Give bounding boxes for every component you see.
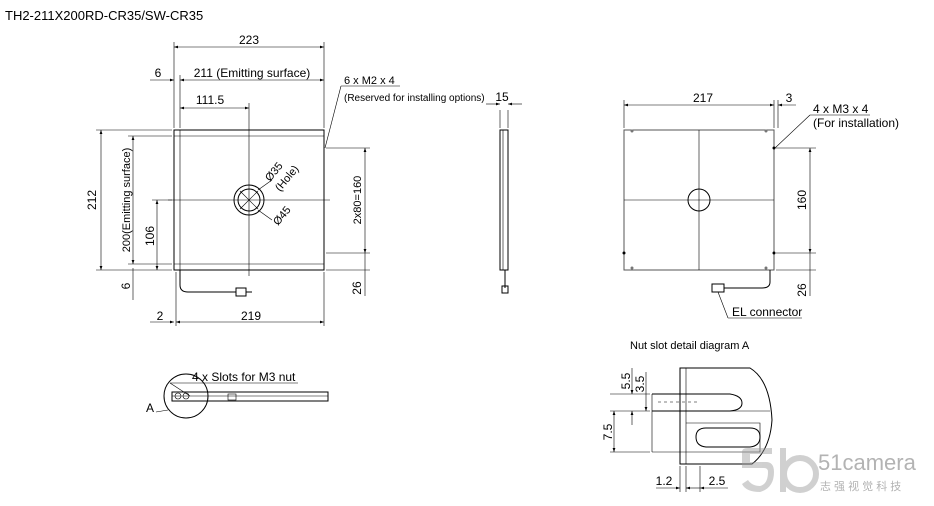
dim-bottom-margin: 6: [119, 282, 133, 289]
dim-thickness: 15: [495, 90, 509, 104]
dim-pitch: 2x80=160: [352, 176, 364, 225]
watermark-brand: 51camera: [818, 450, 917, 475]
detail-dim-5-5: 5.5: [619, 372, 633, 389]
back-view: 217 3 4 x M3 x 4 (For installation) 160 …: [622, 91, 899, 319]
side-view: 15: [486, 90, 522, 294]
dim-height-total: 212: [85, 190, 99, 210]
back-screw-note: 4 x M3 x 4: [813, 102, 869, 116]
detail-dim-7-5: 7.5: [601, 423, 615, 440]
side-connector: [501, 285, 509, 294]
watermark-sub: 志 强 视 觉 科 技: [820, 479, 901, 493]
dim-left-margin: 6: [155, 66, 162, 80]
detail-view: Nut slot detail diagram A 5.5 3.5 7.5 1.…: [601, 340, 773, 492]
back-hole: [687, 188, 711, 212]
detail-outline: [679, 367, 773, 465]
dim-bottom-left: 2: [157, 309, 164, 323]
dim-back-edge: 3: [786, 91, 793, 105]
back-screw-note-detail: (For installation): [813, 116, 899, 130]
outer-diameter: Ø45: [271, 204, 294, 228]
detail-a-label: A: [146, 401, 154, 415]
center-hole: [233, 184, 265, 216]
detail-a-circle: [163, 373, 209, 419]
dim-back-pitch: 160: [795, 190, 809, 210]
back-cable: [724, 270, 771, 289]
slots-note: 4 x Slots for M3 nut: [192, 370, 296, 384]
dim-back-width: 217: [693, 91, 713, 105]
front-connector: [235, 287, 247, 297]
dim-half-width: 111.5: [196, 93, 225, 107]
front-cable: [179, 270, 236, 293]
bottom-profile: [171, 391, 329, 402]
dim-cable-offset: 26: [350, 281, 364, 295]
front-view: 223 6 211 (Emitting surface) 111.5 6 x M…: [85, 33, 485, 326]
dim-width-total: 223: [239, 33, 259, 47]
dim-emitting-width: 211 (Emitting surface): [194, 66, 311, 80]
front-screw-note: 6 x M2 x 4: [344, 75, 395, 87]
dim-bottom-width: 219: [241, 309, 261, 323]
detail-dim-1-2: 1.2: [656, 474, 673, 488]
bottom-view: 4 x Slots for M3 nut A: [146, 370, 329, 419]
el-connector-label: EL connector: [732, 305, 802, 319]
back-connector: [711, 283, 725, 293]
dim-emitting-height: 200(Emitting surface): [121, 148, 133, 253]
watermark-logo-icon: [742, 448, 819, 493]
watermark: 51camera 志 强 视 觉 科 技: [742, 448, 917, 493]
dim-half-height: 106: [143, 226, 157, 246]
front-screw-note-detail: (Reserved for installing options): [344, 93, 485, 104]
detail-dim-3-5: 3.5: [633, 375, 647, 392]
dim-back-cable-offset: 26: [795, 283, 809, 297]
detail-dim-2-5: 2.5: [709, 474, 726, 488]
drawing-title: TH2-211X200RD-CR35/SW-CR35: [5, 8, 203, 23]
detail-title: Nut slot detail diagram A: [630, 340, 750, 352]
side-profile: [499, 129, 509, 271]
